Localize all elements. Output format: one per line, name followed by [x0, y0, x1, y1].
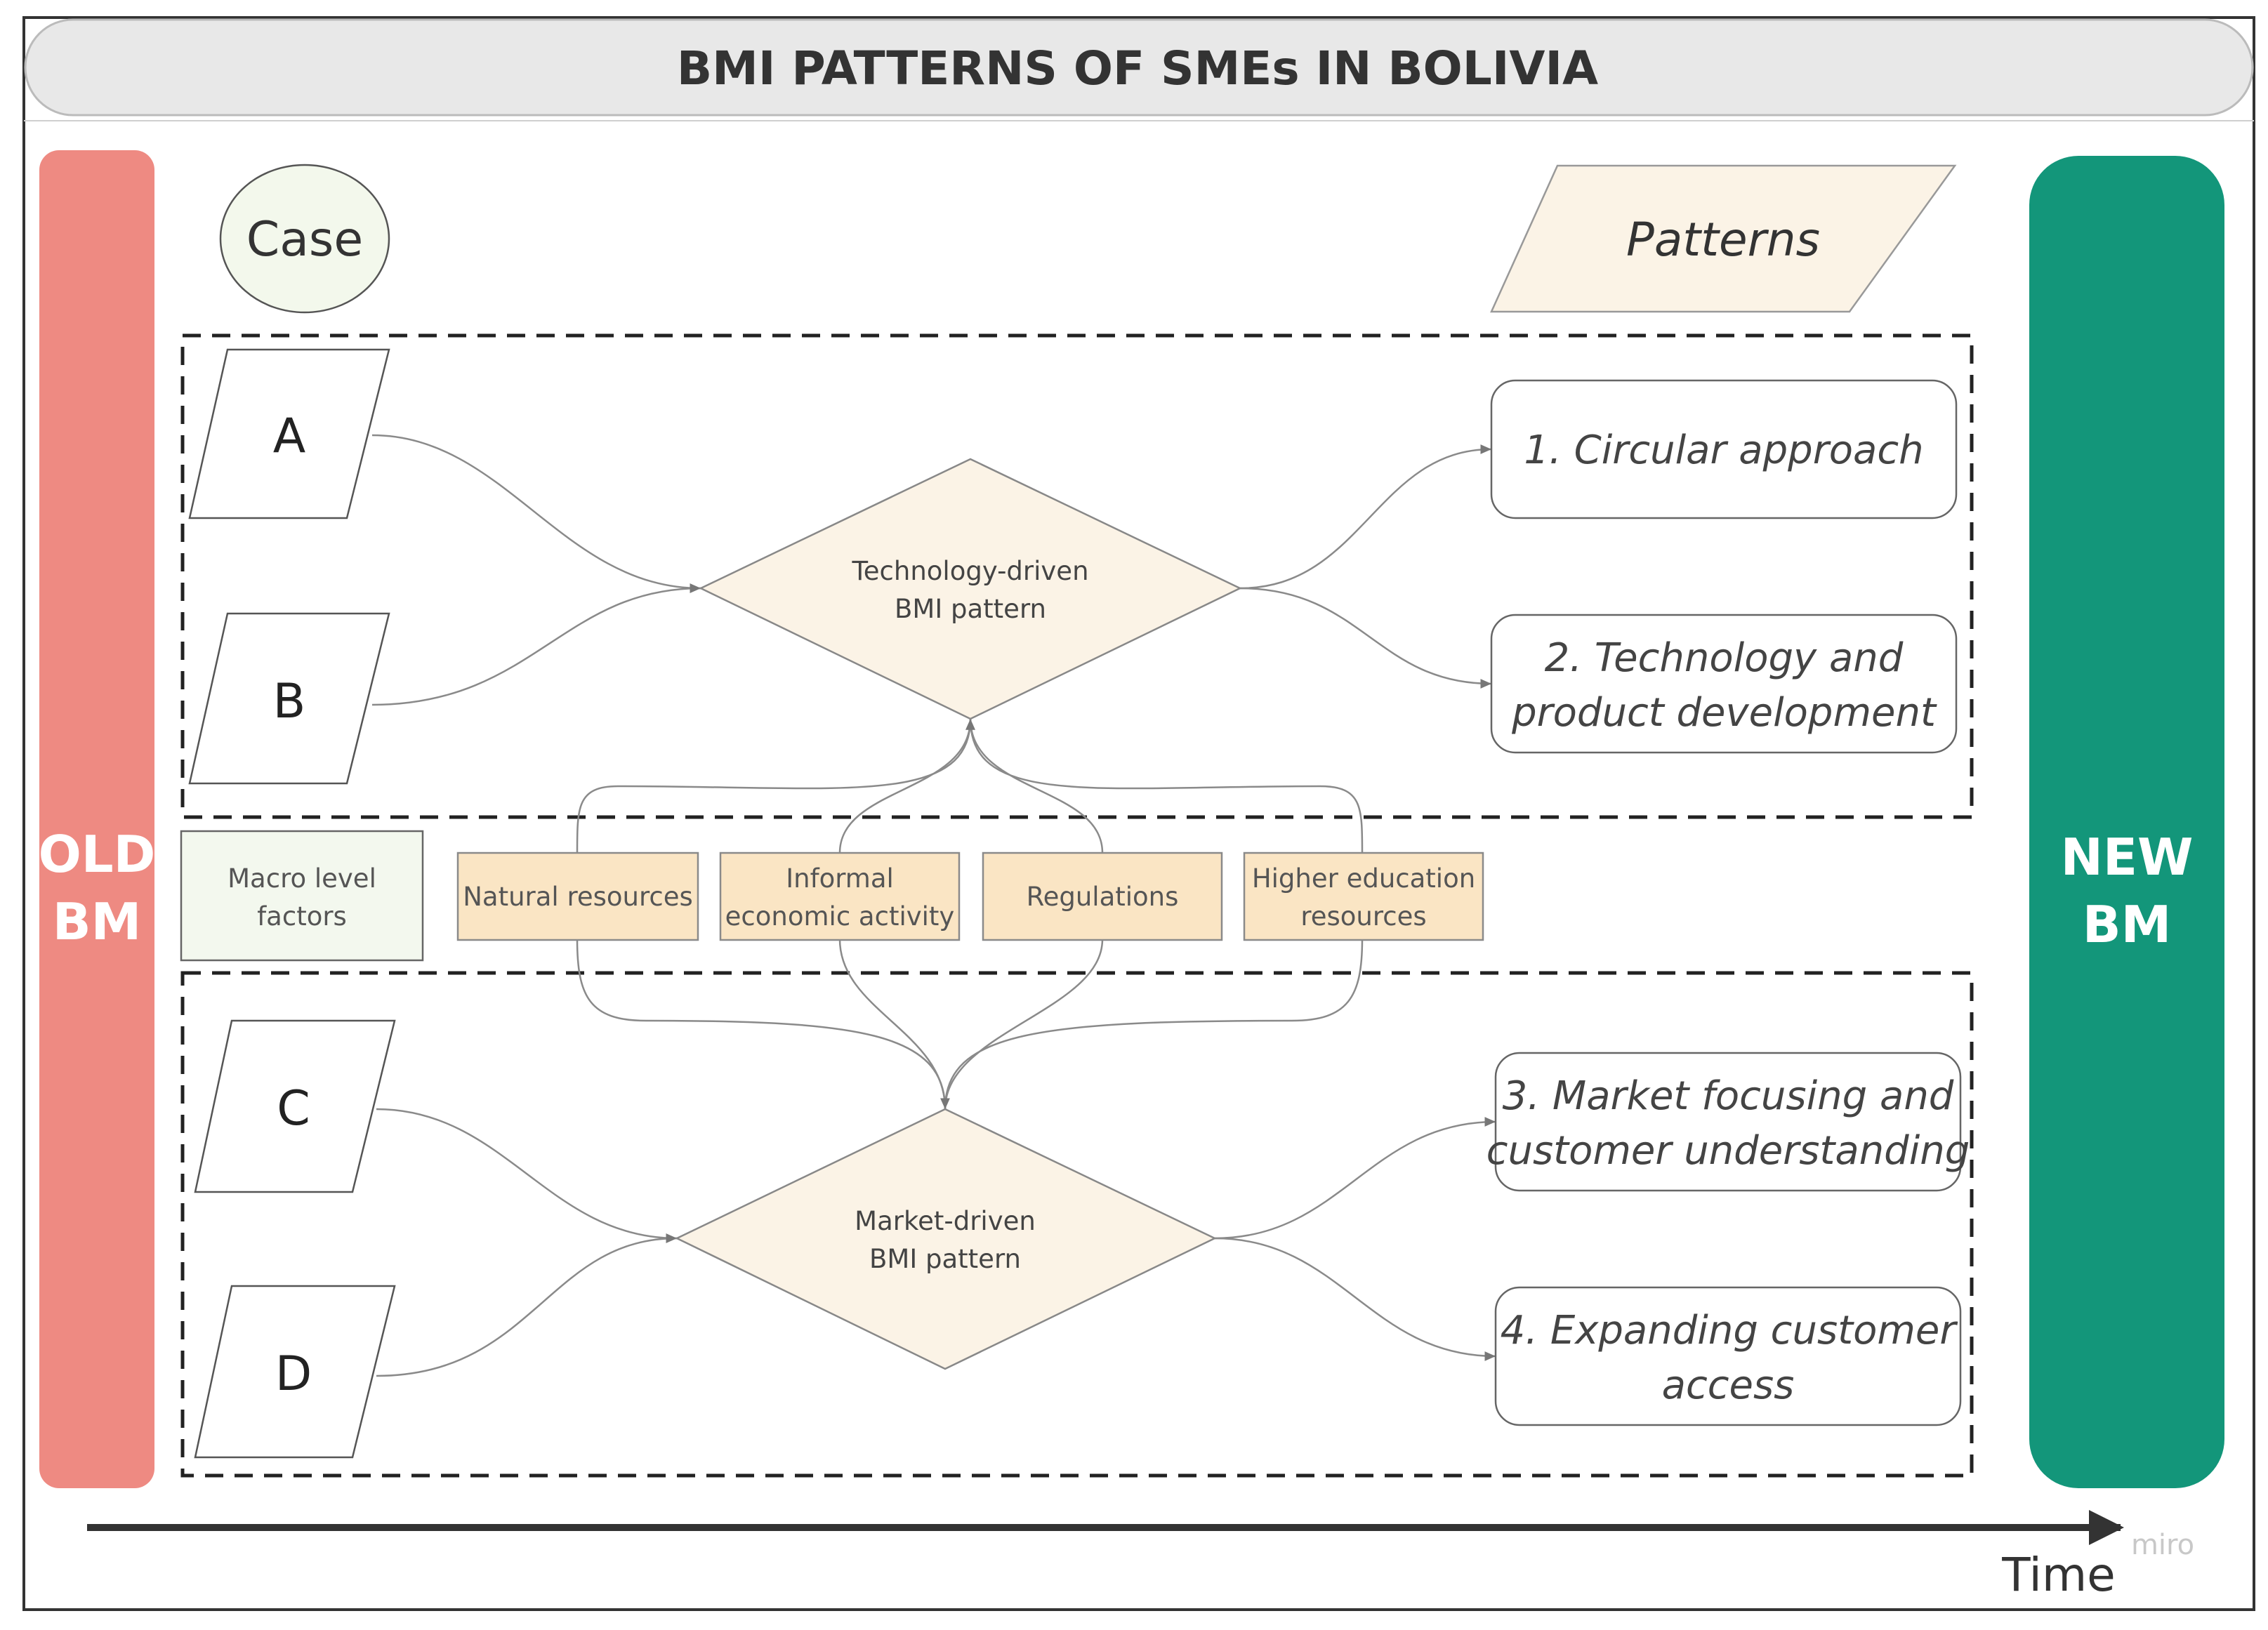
- technology-driven-diamond: Technology-driven BMI pattern: [699, 458, 1242, 720]
- factor-higher-education-label-line1: Higher education: [1252, 863, 1475, 894]
- macro-level-label-line2: factors: [257, 901, 347, 932]
- case-a: A: [188, 348, 390, 519]
- case-label: Case: [246, 212, 363, 267]
- case-b: B: [188, 612, 390, 785]
- market-driven-label-line2: BMI pattern: [869, 1244, 1021, 1274]
- outcome-expanding-customer-access: 4. Expanding customer access: [1494, 1286, 1962, 1426]
- new-bm-bar: NEW BM: [2029, 156, 2224, 1488]
- case-b-label: B: [273, 674, 306, 729]
- miro-watermark: miro: [2131, 1529, 2194, 1561]
- outcome-4-label-line1: 4. Expanding customer: [1501, 1308, 1958, 1353]
- factor-natural-resources: Natural resources: [456, 852, 699, 941]
- case-d: D: [194, 1285, 396, 1459]
- old-bm-bar: OLD BM: [39, 150, 156, 1488]
- case-a-label: A: [273, 409, 306, 464]
- market-driven-diamond: Market-driven BMI pattern: [675, 1108, 1217, 1370]
- case-d-label: D: [275, 1346, 312, 1402]
- factor-informal-label-line1: Informal: [786, 863, 894, 894]
- outcome-3-label-line2: customer understanding: [1486, 1128, 1970, 1174]
- outcome-technology-product-development: 2. Technology and product development: [1490, 614, 1958, 754]
- macro-level-label-line1: Macro level: [228, 863, 376, 894]
- case-c: C: [194, 1019, 396, 1193]
- macro-level-factors-box: Macro level factors: [180, 830, 424, 962]
- connectors: [371, 434, 1496, 1377]
- outcome-1-label: 1. Circular approach: [1524, 428, 1923, 473]
- patterns-legend: Patterns: [1490, 164, 1957, 313]
- outcome-circular-approach: 1. Circular approach: [1490, 379, 1958, 519]
- title-bar: BMI PATTERNS OF SMEs IN BOLIVIA: [24, 18, 2254, 117]
- outcome-market-focusing: 3. Market focusing and customer understa…: [1486, 1052, 1970, 1192]
- market-group-box: [180, 971, 1974, 1478]
- factor-regulations: Regulations: [982, 852, 1223, 941]
- factor-higher-education-label-line2: resources: [1300, 901, 1426, 932]
- outcome-2-label-line1: 2. Technology and: [1545, 635, 1904, 681]
- factor-informal-economic-activity: Informal economic activity: [719, 852, 961, 941]
- new-bm-label-line1: NEW: [2061, 828, 2194, 887]
- outcome-2-label-line2: product development: [1511, 690, 1937, 736]
- old-bm-label-line2: BM: [53, 892, 142, 951]
- factor-informal-label-line2: economic activity: [725, 901, 955, 932]
- outcome-3-label-line1: 3. Market focusing and: [1503, 1073, 1954, 1119]
- patterns-label: Patterns: [1626, 213, 1820, 267]
- time-label: Time: [2001, 1548, 2116, 1602]
- technology-driven-label-line2: BMI pattern: [895, 594, 1046, 624]
- time-axis: Time: [87, 1510, 2124, 1602]
- technology-group-box: [180, 333, 1974, 819]
- new-bm-label-line2: BM: [2083, 895, 2172, 954]
- technology-driven-label-line1: Technology-driven: [851, 556, 1088, 586]
- old-bm-label-line1: OLD: [39, 825, 156, 884]
- market-driven-label-line1: Market-driven: [855, 1206, 1036, 1236]
- outcome-4-label-line2: access: [1662, 1363, 1795, 1408]
- case-c-label: C: [277, 1081, 310, 1137]
- factor-natural-resources-label: Natural resources: [463, 882, 693, 912]
- page-title: BMI PATTERNS OF SMEs IN BOLIVIA: [677, 41, 1598, 95]
- factor-regulations-label: Regulations: [1027, 882, 1179, 912]
- factor-higher-education-resources: Higher education resources: [1243, 852, 1484, 941]
- case-legend: Case: [219, 164, 390, 314]
